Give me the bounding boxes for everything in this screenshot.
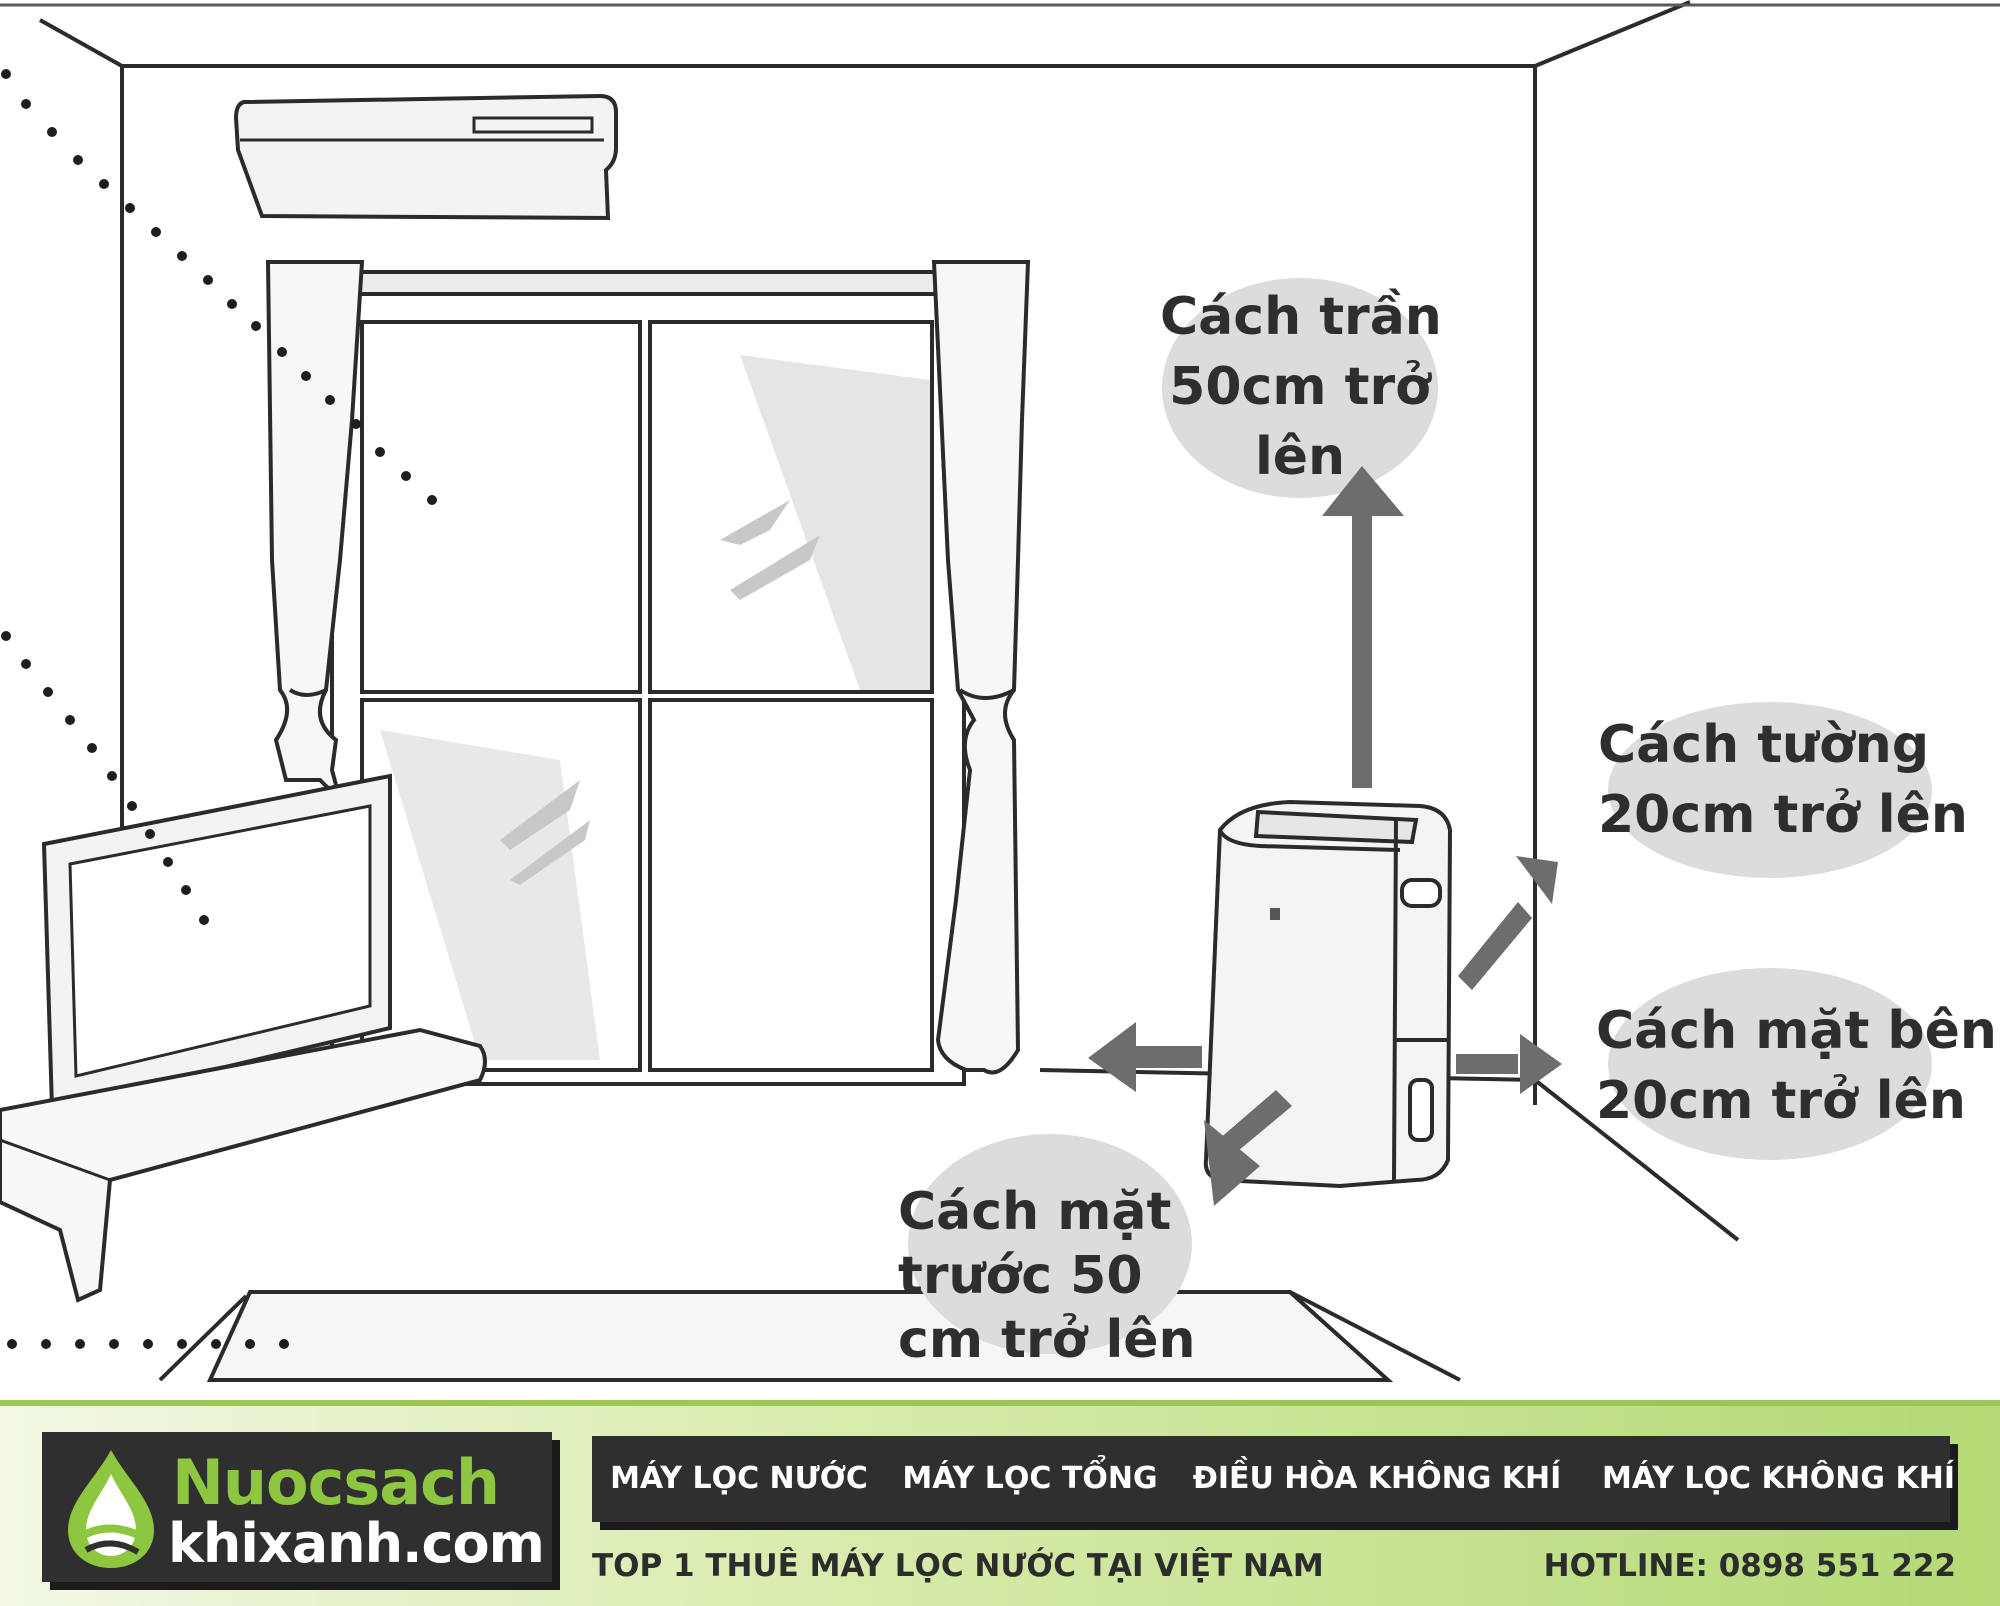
logo-text-bottom: khixanh.com <box>168 1512 545 1575</box>
front-label-line: Cách mặt <box>898 1182 1172 1242</box>
side-label-line: Cách mặt bên <box>1596 1001 1997 1061</box>
front-clearance-label: Cách mặt trước 50 cm trở lên <box>898 1180 1196 1372</box>
wall-label-line: 20cm trở lên <box>1598 785 1968 845</box>
brand-logo[interactable]: Nuocsach khixanh.com <box>42 1432 552 1582</box>
ceiling-label-line: 50cm trở <box>1169 357 1431 417</box>
window-icon <box>326 270 970 1086</box>
ceiling-clearance-label: Cách trần 50cm trở lên <box>1160 282 1442 492</box>
ceiling-label-line: lên <box>1254 427 1346 487</box>
category-nav: MÁY LỌC NƯỚC MÁY LỌC TỔNG ĐIỀU HÒA KHÔNG… <box>592 1436 1955 1522</box>
room-illustration <box>0 0 2000 1382</box>
ceiling-label-line: Cách trần <box>1160 287 1442 347</box>
front-label-line: cm trở lên <box>898 1310 1196 1370</box>
side-clearance-label: Cách mặt bên 20cm trở lên <box>1596 996 1997 1136</box>
logo-text-top: Nuocsach <box>172 1446 500 1519</box>
water-drop-icon <box>68 1450 154 1568</box>
nav-item-whole-house-filter[interactable]: MÁY LỌC TỔNG <box>902 1461 1158 1496</box>
nav-item-air-purifier[interactable]: MÁY LỌC KHÔNG KHÍ <box>1602 1461 1955 1496</box>
nav-item-air-conditioner[interactable]: ĐIỀU HÒA KHÔNG KHÍ <box>1192 1461 1562 1496</box>
tv-icon <box>41 773 392 1133</box>
air-conditioner-icon <box>233 93 618 221</box>
front-label-line: trước 50 <box>898 1246 1143 1306</box>
nav-item-water-purifier[interactable]: MÁY LỌC NƯỚC <box>610 1461 868 1496</box>
dehumidifier-icon <box>1203 799 1453 1189</box>
side-label-line: 20cm trở lên <box>1596 1071 1966 1131</box>
rug-icon <box>158 1290 1461 1382</box>
tv-stand-icon <box>0 1027 487 1303</box>
dotted-lines <box>1 69 437 1349</box>
wall-label-line: Cách tường <box>1598 715 1930 775</box>
tagline: TOP 1 THUÊ MÁY LỌC NƯỚC TẠI VIỆT NAM <box>592 1548 1324 1584</box>
wall-clearance-label: Cách tường 20cm trở lên <box>1598 710 1968 850</box>
hotline[interactable]: HOTLINE: 0898 551 222 <box>1543 1548 1956 1584</box>
label-bubbles <box>908 278 1932 1354</box>
clearance-arrows <box>1088 466 1562 1206</box>
curtain-right-icon <box>931 260 1031 1075</box>
brand-footer: Nuocsach khixanh.com MÁY LỌC NƯỚC MÁY LỌ… <box>0 1400 2000 1606</box>
